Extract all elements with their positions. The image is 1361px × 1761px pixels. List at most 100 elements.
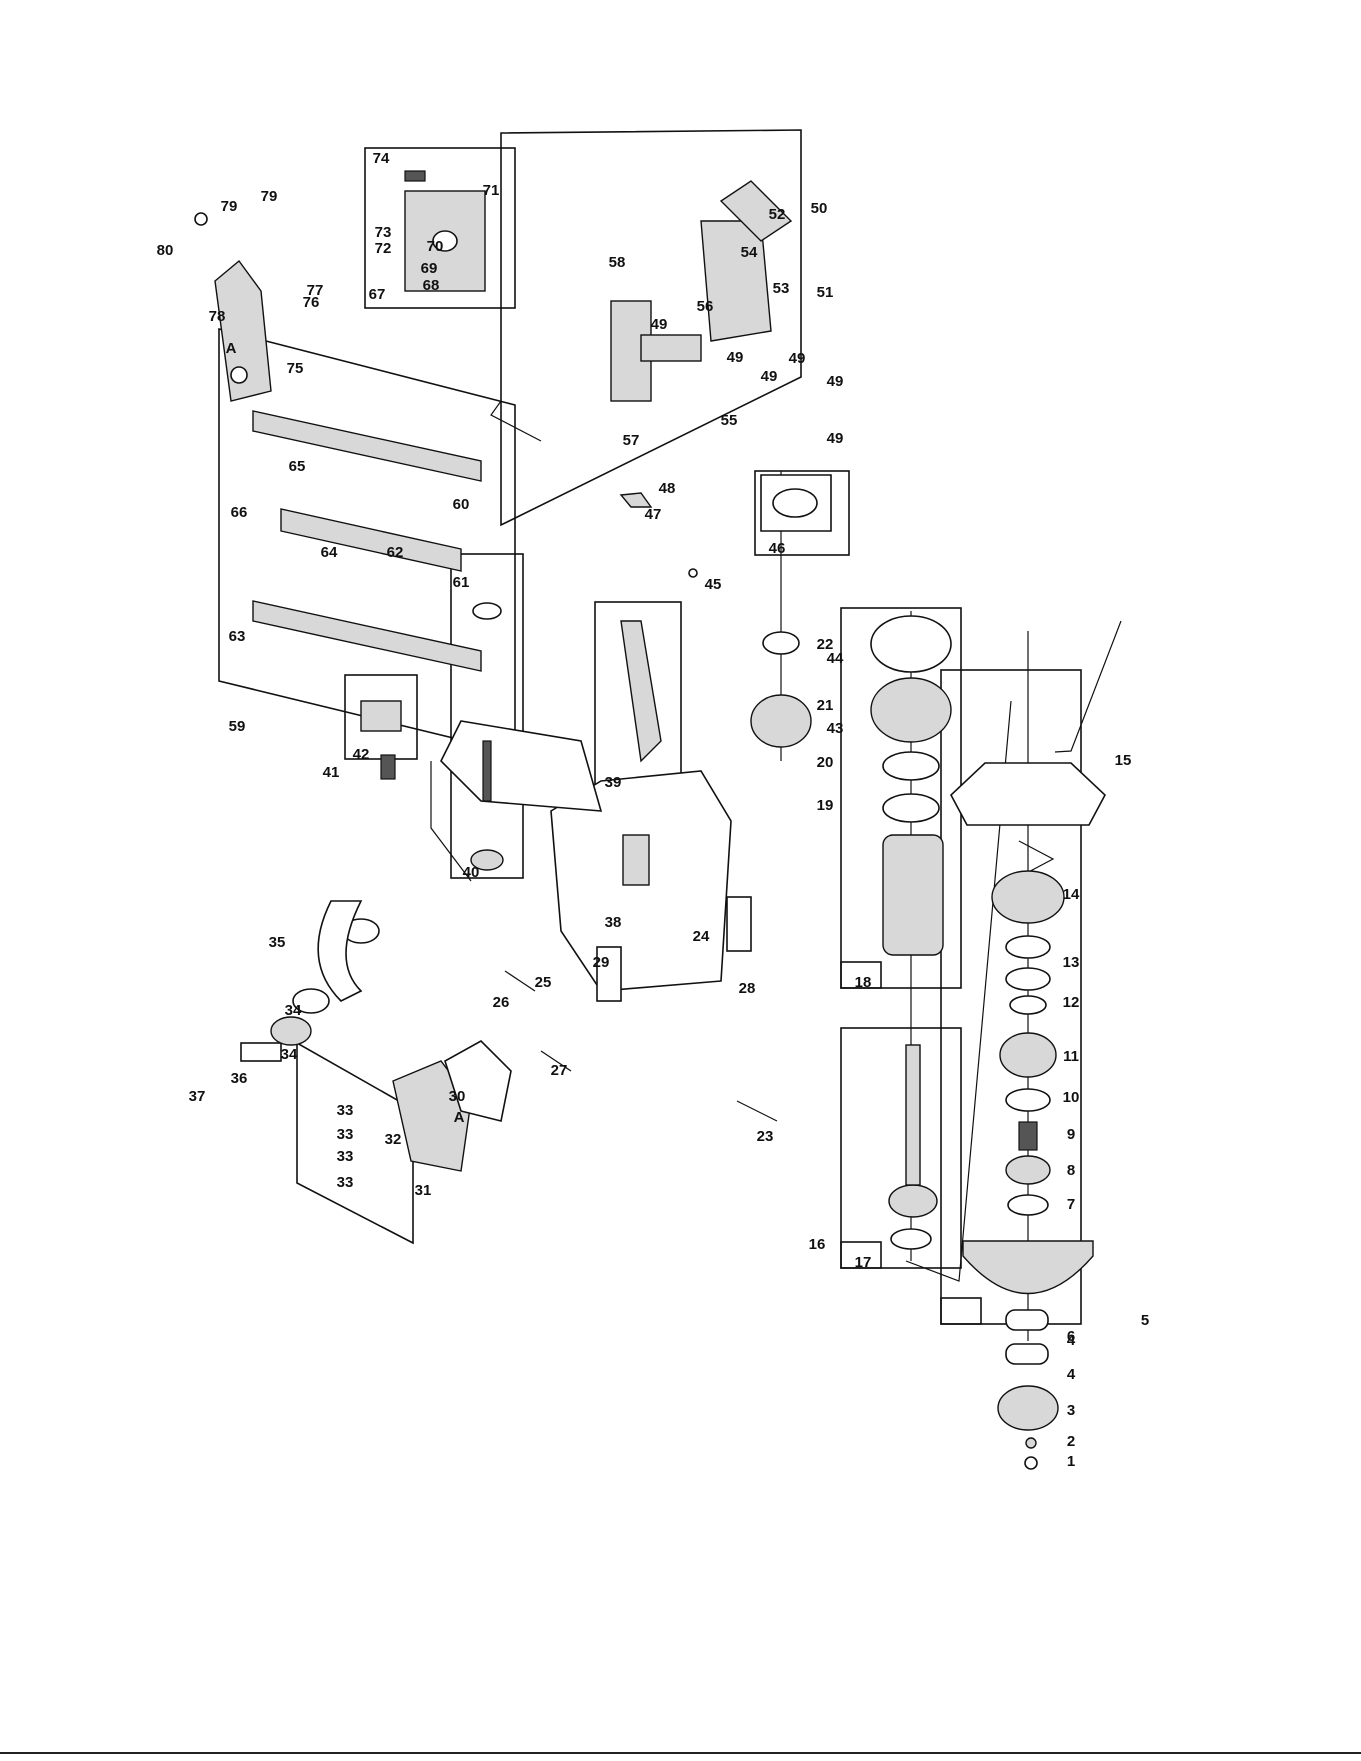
- part-65-rail: [253, 411, 481, 481]
- part-11-piston: [1000, 1033, 1056, 1077]
- part-80-nut: [195, 213, 207, 225]
- part-2-washer: [1026, 1438, 1036, 1448]
- part-18-cylinder: [883, 835, 943, 955]
- part-label-34: 34: [285, 1002, 302, 1019]
- part-35-exhaust-deflector: [318, 901, 361, 1001]
- part-label-8: 8: [1067, 1162, 1075, 1179]
- part-19-oring: [883, 794, 939, 822]
- part-label-16: 16: [809, 1236, 826, 1253]
- part-label-33: 33: [337, 1148, 354, 1165]
- part-label-42: 42: [353, 746, 370, 763]
- part-label-21: 21: [817, 697, 834, 714]
- part-label-6: 6: [1067, 1328, 1075, 1345]
- part-label-10: 10: [1063, 1089, 1080, 1106]
- part-label-14: 14: [1063, 886, 1080, 903]
- part-3-fan: [998, 1386, 1058, 1430]
- part-label-9: 9: [1067, 1126, 1075, 1143]
- link-15: [1055, 621, 1121, 752]
- part-label-78: 78: [209, 308, 226, 325]
- reference-mark: A: [226, 340, 237, 357]
- part-16-oring: [891, 1229, 931, 1249]
- part-6-head-cover: [963, 1241, 1093, 1294]
- part-40-seal: [473, 603, 501, 619]
- part-label-37: 37: [189, 1088, 206, 1105]
- part-label-40: 40: [463, 864, 480, 881]
- part-8-valve: [1006, 1156, 1050, 1184]
- part-17-driver-blade: [906, 1045, 920, 1185]
- part-10-oring: [1006, 1089, 1050, 1111]
- part-26-pin: [505, 971, 535, 991]
- part-label-77: 77: [307, 282, 324, 299]
- part-label-2: 2: [1067, 1433, 1075, 1450]
- part-label-46: 46: [769, 540, 786, 557]
- part-label-27: 27: [551, 1062, 568, 1079]
- part-15-gasket: [951, 763, 1105, 825]
- part-label-32: 32: [385, 1131, 402, 1148]
- part-label-28: 28: [739, 980, 756, 997]
- part-label-36: 36: [231, 1070, 248, 1087]
- part-label-56: 56: [697, 298, 714, 315]
- part-label-17: 17: [855, 1254, 872, 1271]
- part-label-52: 52: [769, 206, 786, 223]
- part-label-53: 53: [773, 280, 790, 297]
- part-41-spring: [381, 755, 395, 779]
- part-label-49: 49: [727, 349, 744, 366]
- part-label-49: 49: [651, 316, 668, 333]
- part-45-washer: [689, 569, 697, 577]
- part-38-trigger: [623, 835, 649, 885]
- part-12-oring: [1010, 996, 1046, 1014]
- part-label-5: 5: [1141, 1312, 1149, 1329]
- part-label-12: 12: [1063, 994, 1080, 1011]
- part-36-washer: [271, 1017, 311, 1045]
- part-40-stem: [483, 741, 491, 801]
- part-55-slider: [641, 335, 701, 361]
- part-28-label: [727, 897, 751, 951]
- part-label-51: 51: [817, 284, 834, 301]
- part-label-58: 58: [609, 254, 626, 271]
- part-label-79: 79: [221, 198, 238, 215]
- part-17-piston-head: [889, 1185, 937, 1217]
- group-box-9-tab: [941, 1298, 981, 1324]
- part-4b-ring: [1006, 1310, 1048, 1330]
- part-label-39: 39: [605, 774, 622, 791]
- part-label-64: 64: [321, 544, 338, 561]
- part-label-44: 44: [827, 650, 844, 667]
- part-label-57: 57: [623, 432, 640, 449]
- part-37-air-fitting: [241, 1043, 281, 1061]
- part-13b-oring: [1006, 936, 1050, 958]
- footer-rule: [0, 1752, 1361, 1754]
- part-label-35: 35: [269, 934, 286, 951]
- part-label-49: 49: [827, 373, 844, 390]
- part-label-1: 1: [1067, 1453, 1075, 1470]
- part-label-63: 63: [229, 628, 246, 645]
- part-label-25: 25: [535, 974, 552, 991]
- part-label-67: 67: [369, 286, 386, 303]
- part-label-65: 65: [289, 458, 306, 475]
- part-43-bumper: [751, 695, 811, 747]
- part-label-66: 66: [231, 504, 248, 521]
- part-label-61: 61: [453, 574, 470, 591]
- part-label-33: 33: [337, 1126, 354, 1143]
- part-label-7: 7: [1067, 1196, 1075, 1213]
- part-label-15: 15: [1115, 752, 1132, 769]
- part-label-24: 24: [693, 928, 710, 945]
- part-21-cylinder-sleeve: [871, 678, 951, 742]
- part-label-41: 41: [323, 764, 340, 781]
- part-label-74: 74: [373, 150, 390, 167]
- part-label-54: 54: [741, 244, 758, 261]
- part-label-72: 72: [375, 240, 392, 257]
- part-label-3: 3: [1067, 1402, 1075, 1419]
- part-42-clip: [361, 701, 401, 731]
- part-22-oring: [871, 616, 951, 672]
- part-label-80: 80: [157, 242, 174, 259]
- part-label-38: 38: [605, 914, 622, 931]
- part-label-73: 73: [375, 224, 392, 241]
- part-label-11: 11: [1063, 1048, 1079, 1065]
- reference-mark: A: [454, 1109, 465, 1126]
- part-label-18: 18: [855, 974, 872, 991]
- part-label-47: 47: [645, 506, 662, 523]
- part-13a-oring: [1006, 968, 1050, 990]
- part-7-oring: [1008, 1195, 1048, 1215]
- part-label-20: 20: [817, 754, 834, 771]
